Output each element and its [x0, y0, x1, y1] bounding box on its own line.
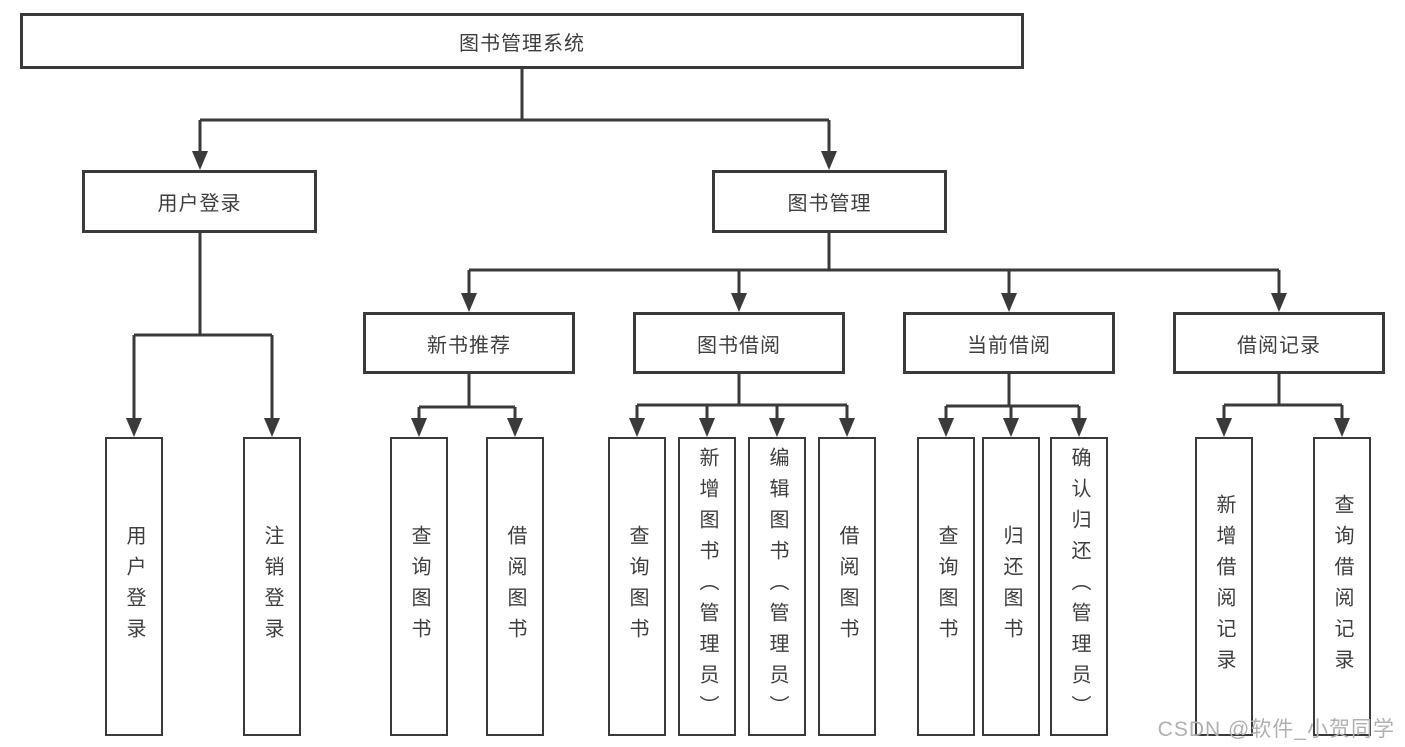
leaf-borrow-books-recommend: 借阅图书 [486, 437, 544, 736]
arrowhead-icon [507, 418, 523, 437]
arrowhead-icon [839, 418, 855, 437]
arrowhead-icon [821, 151, 837, 170]
leaf-user-login: 用户登录 [105, 437, 163, 736]
leaf-label: 查询借阅记录 [1331, 493, 1353, 680]
leaf-label: 确认归还（管理员） [1068, 447, 1090, 726]
node-library-management-system: 图书管理系统 [20, 13, 1024, 69]
leaf-label: 用户登录 [123, 524, 145, 649]
arrowhead-icon [629, 418, 645, 437]
arrowhead-icon [1071, 418, 1087, 437]
leaf-confirm-return-admin: 确认归还（管理员） [1050, 437, 1108, 736]
leaf-return-books: 归还图书 [982, 437, 1040, 736]
leaf-add-book-admin: 新增图书（管理员） [678, 437, 736, 736]
arrowhead-icon [1334, 418, 1350, 437]
leaf-label: 编辑图书（管理员） [766, 447, 788, 726]
arrowhead-icon [699, 418, 715, 437]
leaf-label: 归还图书 [1000, 524, 1022, 649]
leaf-label: 注销登录 [261, 524, 283, 649]
arrowhead-icon [1003, 418, 1019, 437]
arrowhead-icon [461, 293, 477, 312]
arrowhead-icon [264, 418, 280, 437]
node-book-management: 图书管理 [712, 170, 947, 233]
arrowhead-icon [411, 418, 427, 437]
arrowhead-icon [126, 418, 142, 437]
leaf-label: 新增图书（管理员） [696, 447, 718, 726]
arrowhead-icon [938, 418, 954, 437]
leaf-label: 新增借阅记录 [1213, 493, 1235, 680]
leaf-label: 借阅图书 [836, 524, 858, 649]
arrowhead-icon [1271, 293, 1287, 312]
arrowhead-icon [769, 418, 785, 437]
leaf-query-books-current: 查询图书 [917, 437, 975, 736]
leaf-label: 借阅图书 [504, 524, 526, 649]
node-borrowing-records: 借阅记录 [1173, 312, 1385, 374]
leaf-add-borrow-record: 新增借阅记录 [1195, 437, 1253, 736]
leaf-label: 查询图书 [626, 524, 648, 649]
leaf-logout: 注销登录 [243, 437, 301, 736]
leaf-query-books-borrowing: 查询图书 [608, 437, 666, 736]
node-new-book-recommendation: 新书推荐 [363, 312, 575, 374]
arrowhead-icon [192, 151, 208, 170]
arrowhead-icon [1001, 293, 1017, 312]
arrowhead-icon [1216, 418, 1232, 437]
node-current-borrowing: 当前借阅 [903, 312, 1115, 374]
csdn-watermark: CSDN @软件_小贺同学 [1157, 718, 1395, 741]
connector-path [132, 68, 1344, 421]
leaf-edit-book-admin: 编辑图书（管理员） [748, 437, 806, 736]
node-user-login: 用户登录 [82, 170, 317, 233]
leaf-label: 查询图书 [408, 524, 430, 649]
leaf-query-books-recommend: 查询图书 [390, 437, 448, 736]
node-book-borrowing: 图书借阅 [633, 312, 845, 374]
leaf-query-borrow-record: 查询借阅记录 [1313, 437, 1371, 736]
leaf-label: 查询图书 [935, 524, 957, 649]
arrowhead-icon [731, 293, 747, 312]
leaf-borrow-books-borrowing: 借阅图书 [818, 437, 876, 736]
